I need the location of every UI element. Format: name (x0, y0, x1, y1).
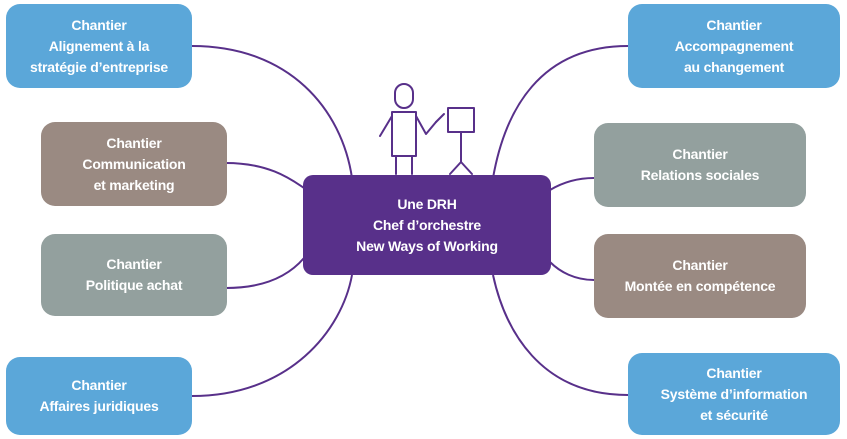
node-label: Montée en compétence (624, 278, 776, 294)
connector-left-3 (225, 257, 305, 289)
node-label: Chantier (672, 257, 728, 273)
node-label: Chantier (106, 134, 162, 151)
node-accompagnement-changement: Chantier Accompagnement au changement (628, 4, 840, 88)
connector-left-4 (191, 274, 353, 397)
node-label: Politique achat (85, 277, 183, 293)
node-alignement-strategie: Chantier Alignement à la stratégie d’ent… (6, 4, 192, 88)
node-label: Système d’information (660, 385, 808, 402)
node-label: au changement (683, 58, 785, 75)
node-label: Communication (82, 155, 186, 172)
node-label: Chantier (71, 377, 127, 393)
node-label: Chantier (106, 256, 162, 272)
node-relations-sociales: Chantier Relations sociales (594, 123, 806, 207)
node-politique-achat: Chantier Politique achat (41, 234, 227, 316)
node-label: et sécurité (700, 406, 768, 423)
node-label: Chantier (672, 146, 728, 162)
node-label: Chantier (706, 16, 762, 33)
node-affaires-juridiques: Chantier Affaires juridiques (6, 357, 192, 435)
node-label: stratégie d’entreprise (30, 58, 168, 75)
connector-right-1 (492, 45, 629, 179)
node-label: Chantier (71, 16, 127, 33)
node-label: Relations sociales (640, 167, 760, 183)
conductor-icon (379, 83, 445, 175)
connector-left-1 (191, 45, 353, 179)
node-label: et marketing (93, 176, 175, 193)
center-label: Chef d’orchestre (372, 216, 482, 233)
node-label: Alignement à la (48, 37, 150, 54)
conductor-figure (379, 83, 475, 175)
node-montee-competence: Chantier Montée en compétence (594, 234, 806, 318)
connector-right-2 (549, 177, 595, 191)
node-systeme-information: Chantier Système d’information et sécuri… (628, 353, 840, 435)
connector-right-3 (549, 261, 595, 281)
center-label: New Ways of Working (356, 237, 498, 254)
music-stand-icon (447, 107, 475, 175)
node-label: Affaires juridiques (39, 398, 159, 414)
connector-left-2 (225, 162, 305, 189)
node-communication-marketing: Chantier Communication et marketing (41, 122, 227, 206)
node-label: Chantier (706, 364, 762, 381)
center-label: Une DRH (397, 195, 457, 212)
node-label: Accompagnement (674, 37, 794, 54)
connector-right-4 (492, 274, 629, 396)
center-node-drh: Une DRH Chef d’orchestre New Ways of Wor… (303, 175, 551, 275)
